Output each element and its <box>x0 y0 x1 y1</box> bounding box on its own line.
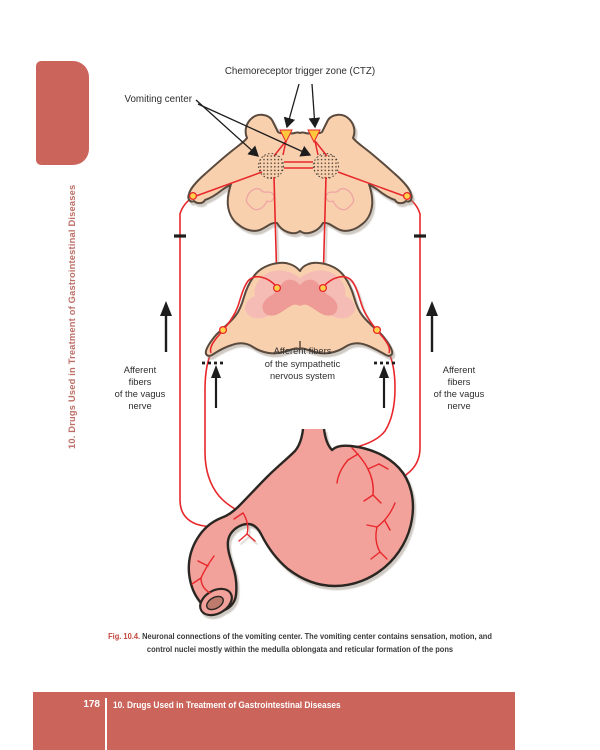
duodenum-lumen <box>206 595 224 611</box>
vomiting-center-pointer-arrows <box>195 99 312 157</box>
figure-number: Fig. 10.4. <box>108 631 141 641</box>
cord-pathways <box>209 275 391 354</box>
up-arrow-vagus-right <box>426 301 438 352</box>
synapse-dots <box>188 191 412 335</box>
up-arrow-vagus-left <box>160 301 172 352</box>
stomach <box>187 428 415 617</box>
ctz-triangles <box>279 129 321 144</box>
ctz-label: Chemoreceptor trigger zone (CTZ) <box>224 66 376 77</box>
vagus-afferent-label-left: Afferent fibers of the vagus nerve <box>114 365 166 411</box>
sympathetic-afferent-label: Afferent fibers of the sympathetic nervo… <box>264 346 341 381</box>
gastric-nerve-branches <box>191 447 396 594</box>
medulla-cross-section <box>187 113 413 287</box>
caption-line2: control nuclei mostly within the medulla… <box>146 644 454 654</box>
chapter-edge-tab <box>36 61 89 165</box>
vomiting-center-nuclei <box>258 153 339 179</box>
vomiting-center-label: Vomiting center <box>124 94 192 105</box>
up-arrow-sympathetic-left <box>211 365 221 408</box>
spinal-cord-cross-section <box>204 261 394 357</box>
footer-chapter-title: 10. Drugs Used in Treatment of Gastroint… <box>113 699 341 711</box>
footer-bar: 178 10. Drugs Used in Treatment of Gastr… <box>33 692 515 750</box>
ctz-pointer-arrows <box>283 83 321 129</box>
olivary-nucleus-squiggles <box>245 188 355 211</box>
page-number: 178 <box>83 699 100 710</box>
footer-separator <box>105 698 107 750</box>
figure-caption: Fig. 10.4. Neuronal connections of the v… <box>91 630 509 656</box>
gray-matter-butterfly <box>262 279 338 316</box>
up-arrow-sympathetic-right <box>379 365 389 408</box>
caption-line1: Neuronal connections of the vomiting cen… <box>140 631 492 641</box>
vagus-afferent-label-right: Afferent fibers of the vagus nerve <box>433 365 485 411</box>
